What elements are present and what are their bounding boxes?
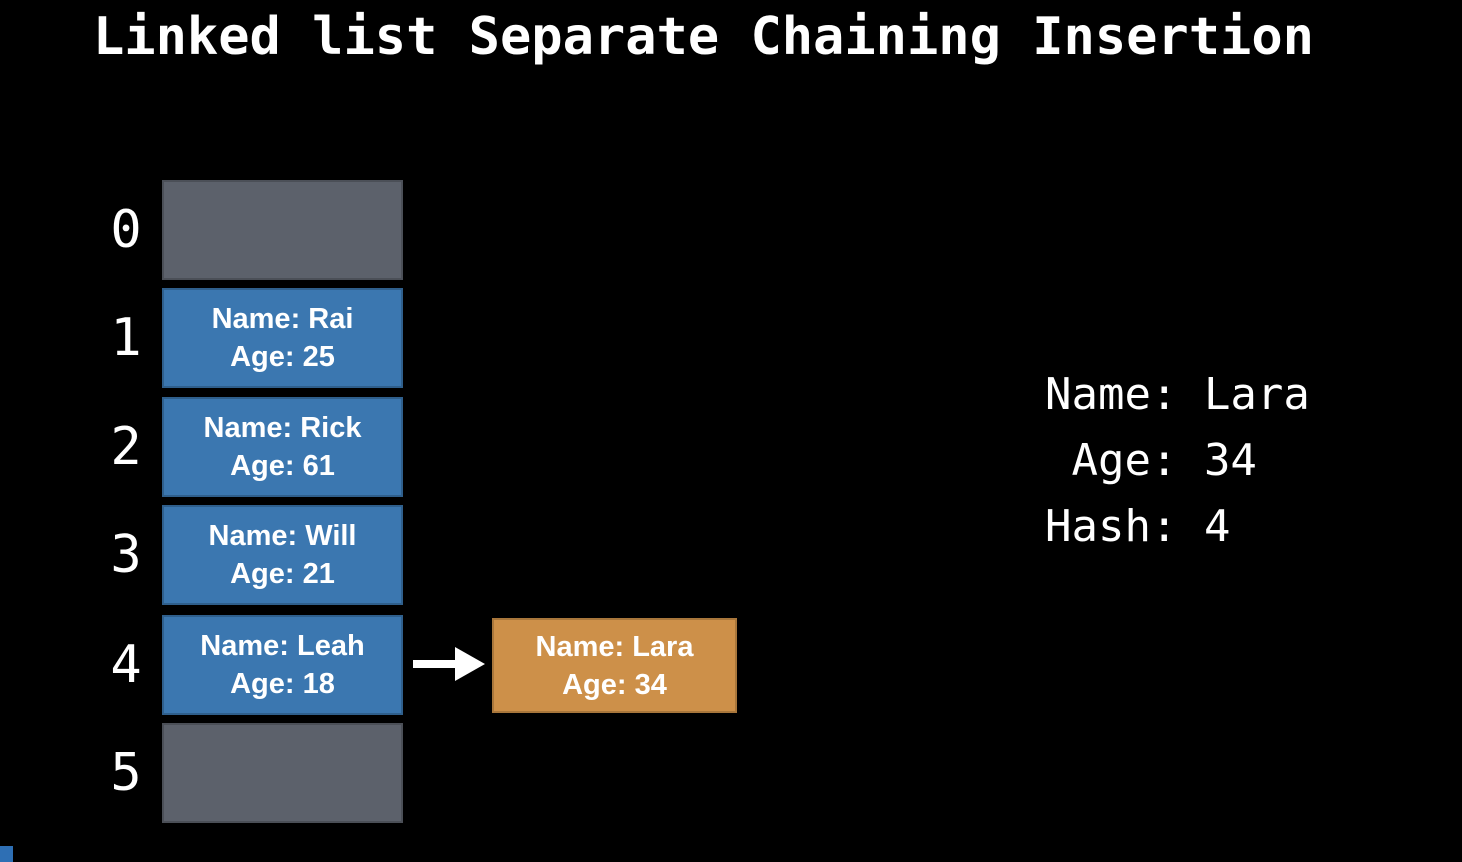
entry-name: Name: Rai: [211, 303, 354, 335]
insert-info-hash: Hash: 4: [1045, 501, 1231, 552]
bucket-index-label: 2: [110, 417, 142, 477]
entry-age: Age: 34: [562, 668, 667, 701]
bucket-index-label: 0: [110, 200, 142, 260]
insert-info-age: Age: 34: [1045, 435, 1257, 486]
entry-age: Age: 25: [230, 341, 335, 373]
entry-age: Age: 18: [230, 668, 335, 700]
progress-marker: [0, 846, 13, 862]
bucket-index-label: 4: [110, 635, 142, 695]
entry-name: Name: Lara: [535, 630, 694, 663]
bucket-cell: Name: Will Age: 21: [162, 505, 403, 605]
bucket-index-label: 5: [110, 743, 142, 803]
bucket-cell-empty: [162, 723, 403, 823]
insert-info-panel: Name: Lara Age: 34 Hash: 4: [1045, 362, 1310, 560]
entry-name: Name: Will: [208, 520, 357, 552]
bucket-cell-empty: [162, 180, 403, 280]
bucket-cell: Name: Rick Age: 61: [162, 397, 403, 497]
chained-node: Name: Lara Age: 34: [492, 618, 737, 713]
insert-info-name: Name: Lara: [1045, 369, 1310, 420]
entry-name: Name: Rick: [203, 412, 362, 444]
entry-age: Age: 21: [230, 558, 335, 590]
page-title: Linked list Separate Chaining Insertion: [93, 7, 1314, 67]
bucket-cell: Name: Leah Age: 18: [162, 615, 403, 715]
entry-age: Age: 61: [230, 450, 335, 482]
right-arrow-icon: [413, 647, 485, 681]
entry-name: Name: Leah: [200, 630, 365, 662]
bucket-index-label: 3: [110, 525, 142, 585]
bucket-index-label: 1: [110, 308, 142, 368]
bucket-cell: Name: Rai Age: 25: [162, 288, 403, 388]
